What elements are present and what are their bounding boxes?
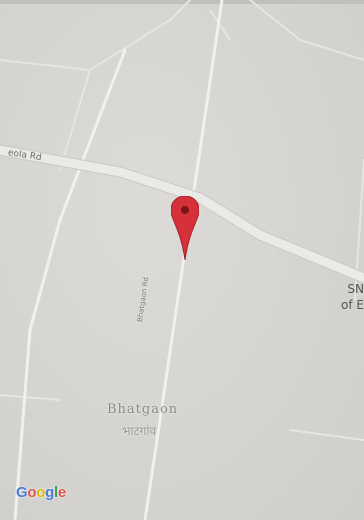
main-road xyxy=(0,145,364,283)
pin-body xyxy=(171,196,199,260)
edge-label: of E xyxy=(341,298,364,312)
pin-dot xyxy=(181,206,189,214)
minor-road xyxy=(13,48,127,520)
minor-road xyxy=(0,394,61,401)
map-top-edge xyxy=(0,0,364,4)
minor-road xyxy=(209,9,231,41)
google-logo: Google xyxy=(16,484,66,501)
vertical-road xyxy=(143,0,224,520)
edge-label: SN xyxy=(347,282,364,296)
minor-road xyxy=(249,0,364,61)
place-label-hindi: भाटगांव xyxy=(122,424,157,438)
location-pin-icon[interactable] xyxy=(171,196,199,260)
place-label: Bhatgaon xyxy=(107,402,179,417)
minor-road xyxy=(0,0,191,72)
minor-road xyxy=(289,429,364,441)
minor-road xyxy=(59,69,91,171)
